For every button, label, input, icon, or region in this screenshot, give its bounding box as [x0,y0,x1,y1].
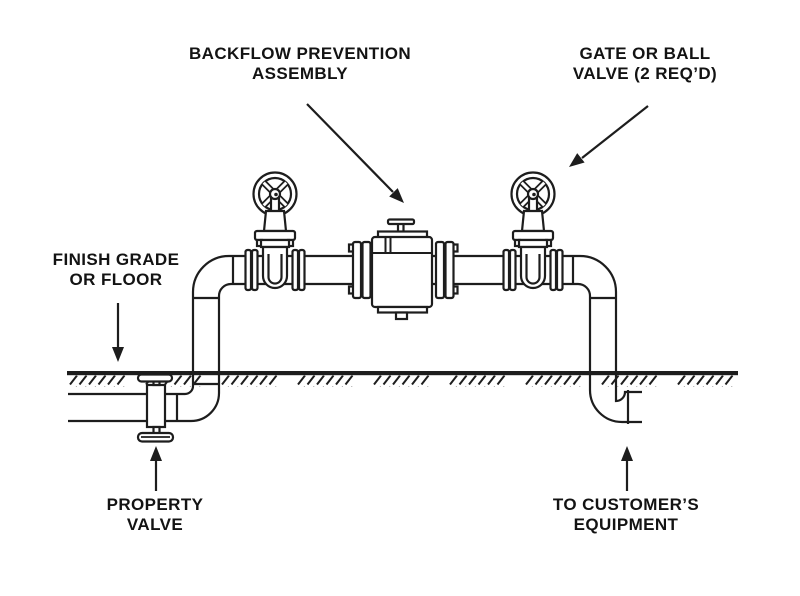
arrow-to-gate-valve [569,105,649,167]
gate-valve-left [246,173,305,291]
arrow-to-customer-equipment [621,446,633,491]
label-property-valve-line1: PROPERTY [106,495,204,514]
label-property-valve-line2: VALVE [126,515,184,534]
backflow-device-body [370,235,434,309]
backflow-device-flanges [347,240,459,300]
label-finish-grade-line2: OR FLOOR [69,270,163,289]
arrow-to-property-valve [150,446,162,491]
label-finish-grade-line1: FINISH GRADE [52,250,180,269]
finish-grade-line [67,371,738,387]
property-valve-cap [136,373,174,383]
label-customer-equipment-line1: TO CUSTOMER’S [552,495,700,514]
test-cock-handle-icon [386,218,416,234]
label-gate-ball-valve-line1: GATE OR BALL [579,44,711,63]
property-valve-fitting [136,373,175,443]
label-backflow-assembly: BACKFLOW PREVENTION ASSEMBLY [189,44,411,84]
arrow-to-finish-grade [112,303,124,362]
backflow-device-detail-lines [372,237,432,254]
label-gate-ball-valve: GATE OR BALL VALVE (2 REQ’D) [573,44,717,84]
label-customer-equipment-line2: EQUIPMENT [573,515,679,534]
property-valve-body [145,383,167,429]
label-gate-ball-valve-line2: VALVE (2 REQ’D) [572,64,718,83]
label-backflow-assembly-line2: ASSEMBLY [251,64,349,83]
backflow-device [347,218,459,321]
label-backflow-assembly-line1: BACKFLOW PREVENTION [189,44,411,63]
label-customer-equipment: TO CUSTOMER’S EQUIPMENT [553,495,699,535]
label-finish-grade: FINISH GRADE OR FLOOR [53,250,180,290]
soil-hatching [69,375,735,387]
pipe-inner-line [68,282,642,424]
label-property-valve: PROPERTY VALVE [107,495,204,535]
gate-valve-right [504,173,563,291]
backflow-device-drain [394,311,409,321]
elbow-seam-lines [175,256,616,421]
arrow-to-backflow-assembly [306,103,404,203]
